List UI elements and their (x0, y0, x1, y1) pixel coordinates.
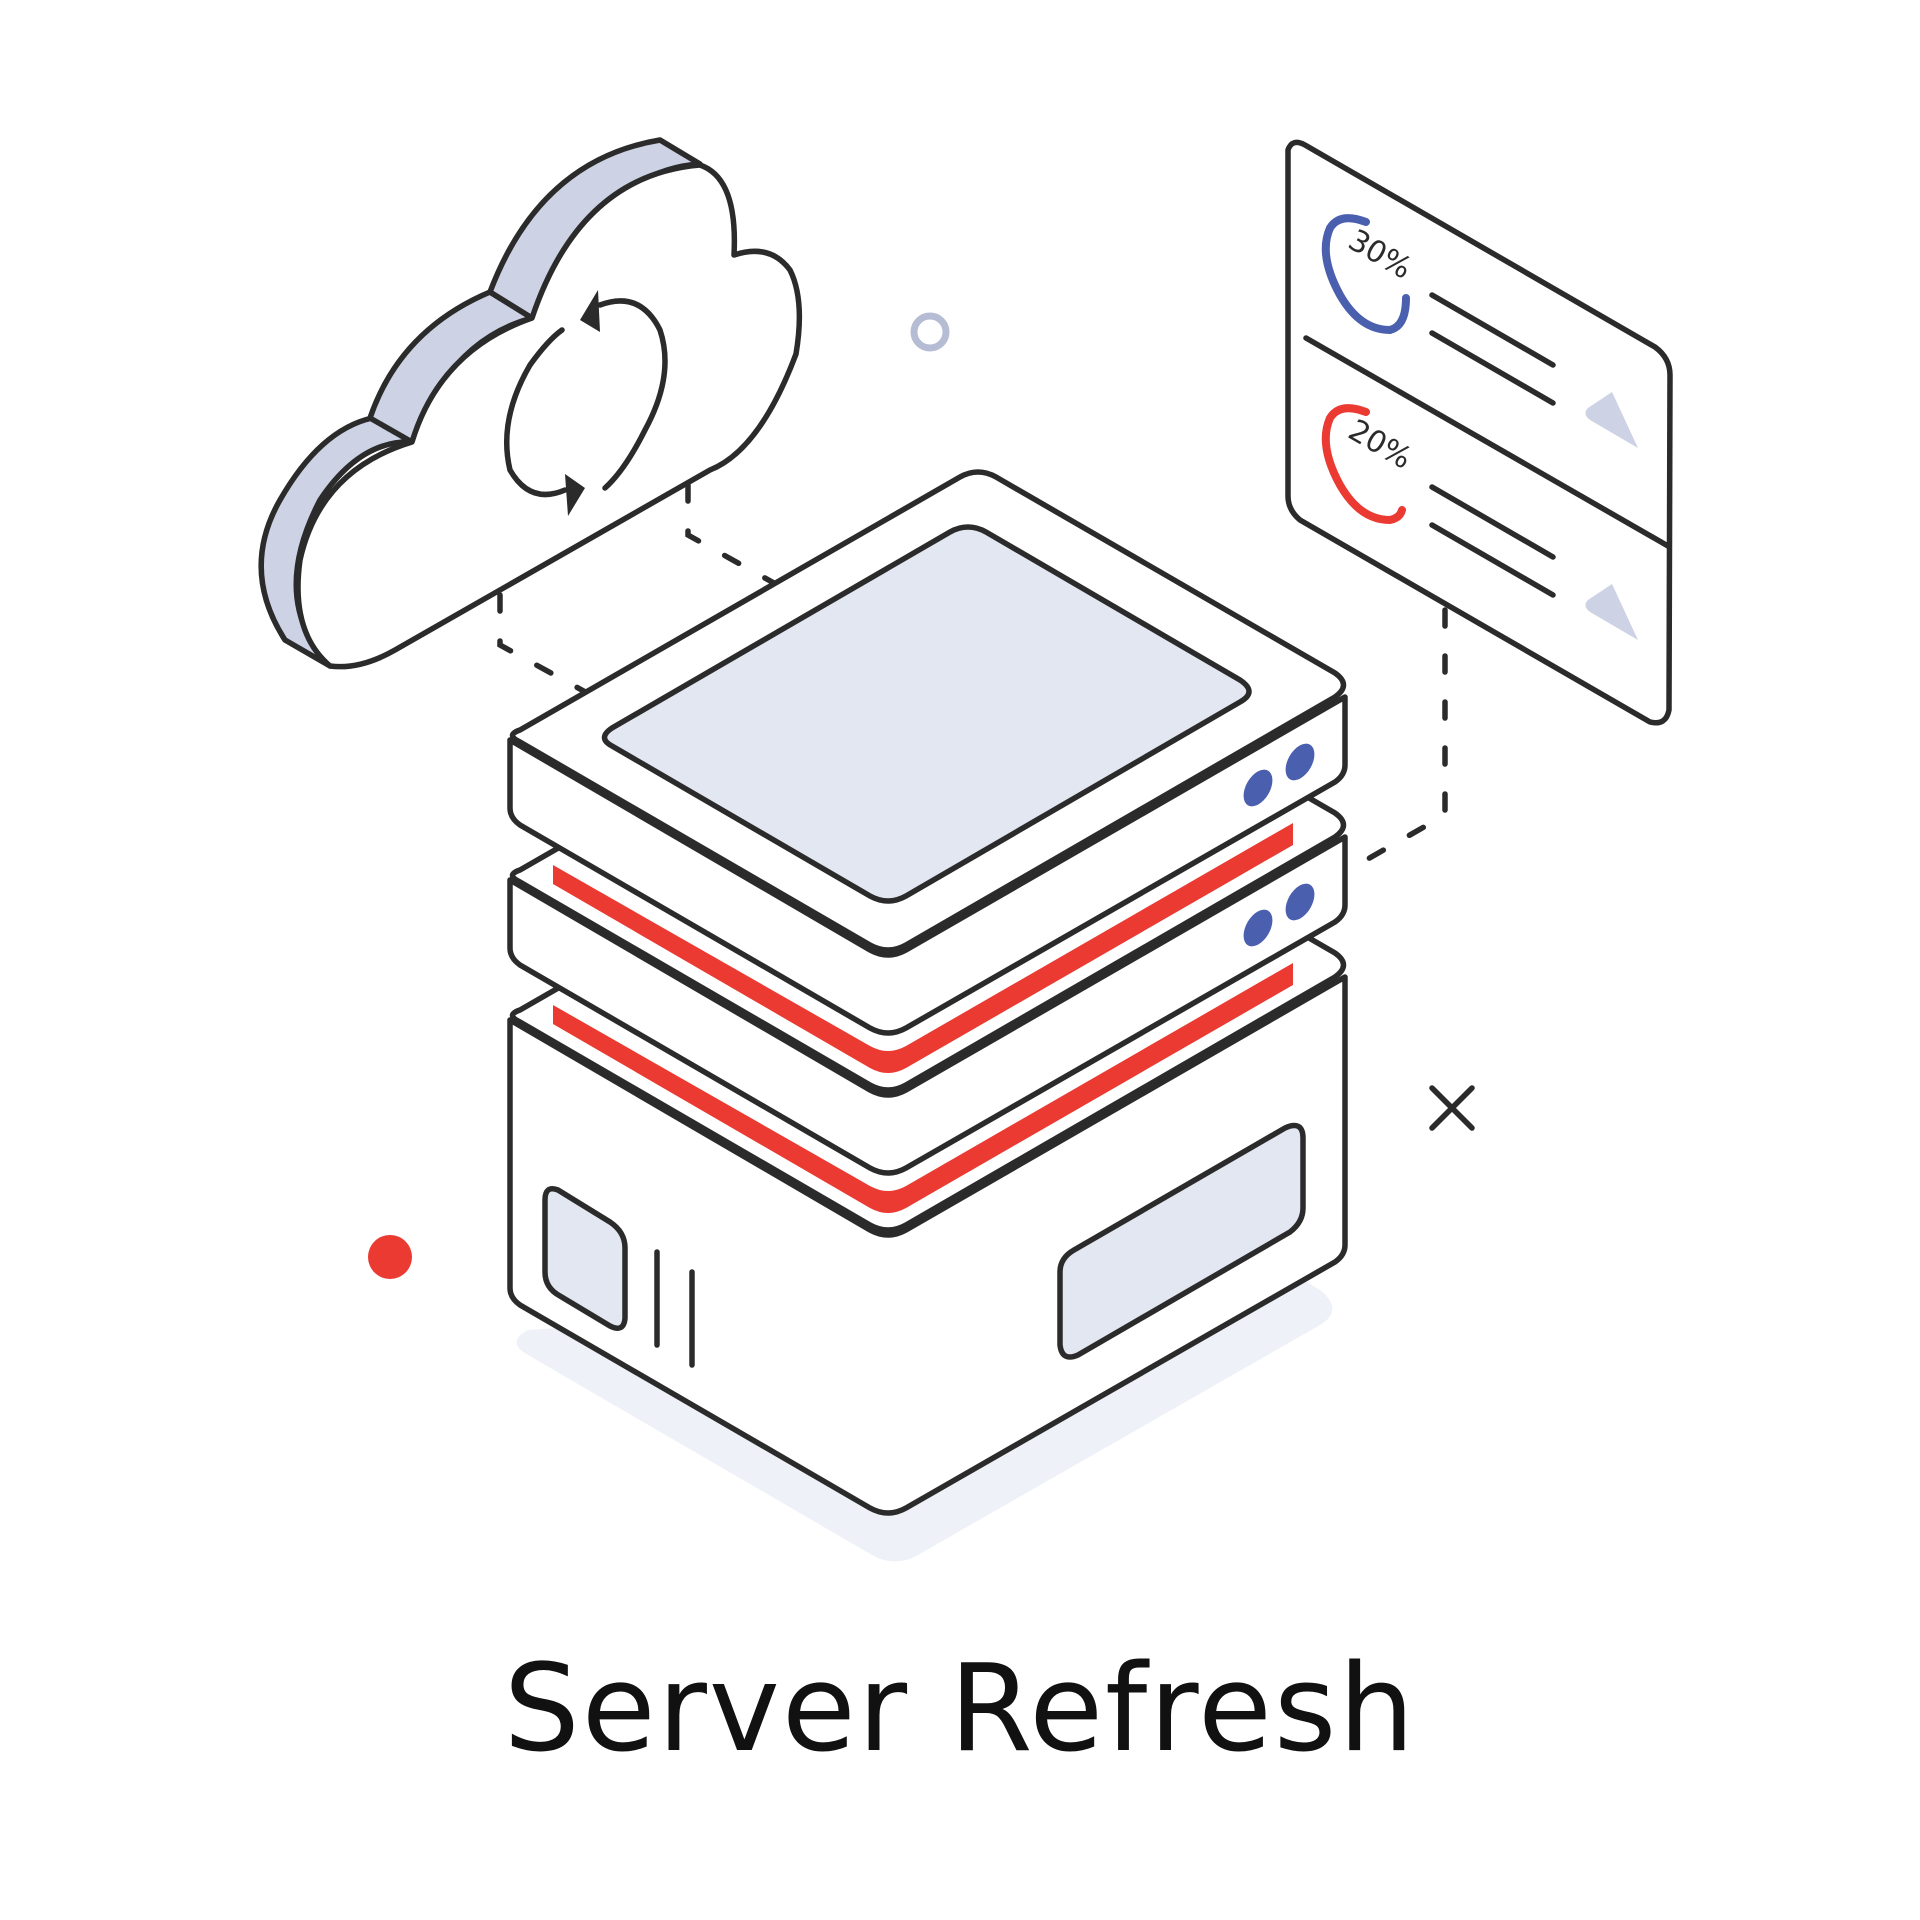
stats-panel-icon: 30% 20% (1285, 139, 1673, 875)
refresh-arrowhead-top (580, 290, 600, 332)
cloud-connector-left (497, 592, 603, 703)
panel-arrow-2 (1585, 584, 1638, 640)
server-middle-led-1 (1243, 909, 1273, 947)
server-top-screen (601, 524, 1252, 904)
cloud-connector-right (685, 482, 793, 595)
server-unit-bottom-side (507, 974, 1348, 1516)
panel-line-1b (1429, 330, 1556, 406)
server-stack-icon (507, 469, 1348, 1516)
server-bottom-window-right (1057, 1122, 1306, 1360)
panel-line-2a (1429, 484, 1556, 560)
server-top-led-2 (1285, 743, 1315, 781)
panel-arrow-1 (1585, 392, 1638, 448)
cloud-front-face (295, 162, 803, 670)
refresh-arrowhead-bottom (565, 474, 585, 516)
page-title: Server Refresh (503, 1640, 1417, 1779)
close-x-icon (1429, 1085, 1475, 1131)
refresh-arc-bottom (503, 327, 568, 498)
decor-dot-red (368, 1235, 412, 1279)
panel-connector (1342, 607, 1448, 875)
panel-card (1285, 139, 1673, 726)
server-bottom-window-left (542, 1186, 628, 1331)
server-middle-led-2 (1285, 883, 1315, 921)
panel-divider (1303, 335, 1671, 549)
server-unit-middle-side (507, 834, 1348, 1176)
panel-line-1a (1429, 292, 1556, 368)
decor-ring (910, 312, 950, 352)
panel-gauge-1 (1321, 214, 1410, 335)
panel-gauge-2 (1321, 404, 1406, 525)
server-unit-top-side (507, 694, 1348, 1036)
server-top-led-1 (1243, 769, 1273, 807)
cloud-sync-icon (258, 137, 803, 703)
panel-line-2b (1429, 522, 1556, 598)
refresh-arc-top (597, 298, 668, 491)
